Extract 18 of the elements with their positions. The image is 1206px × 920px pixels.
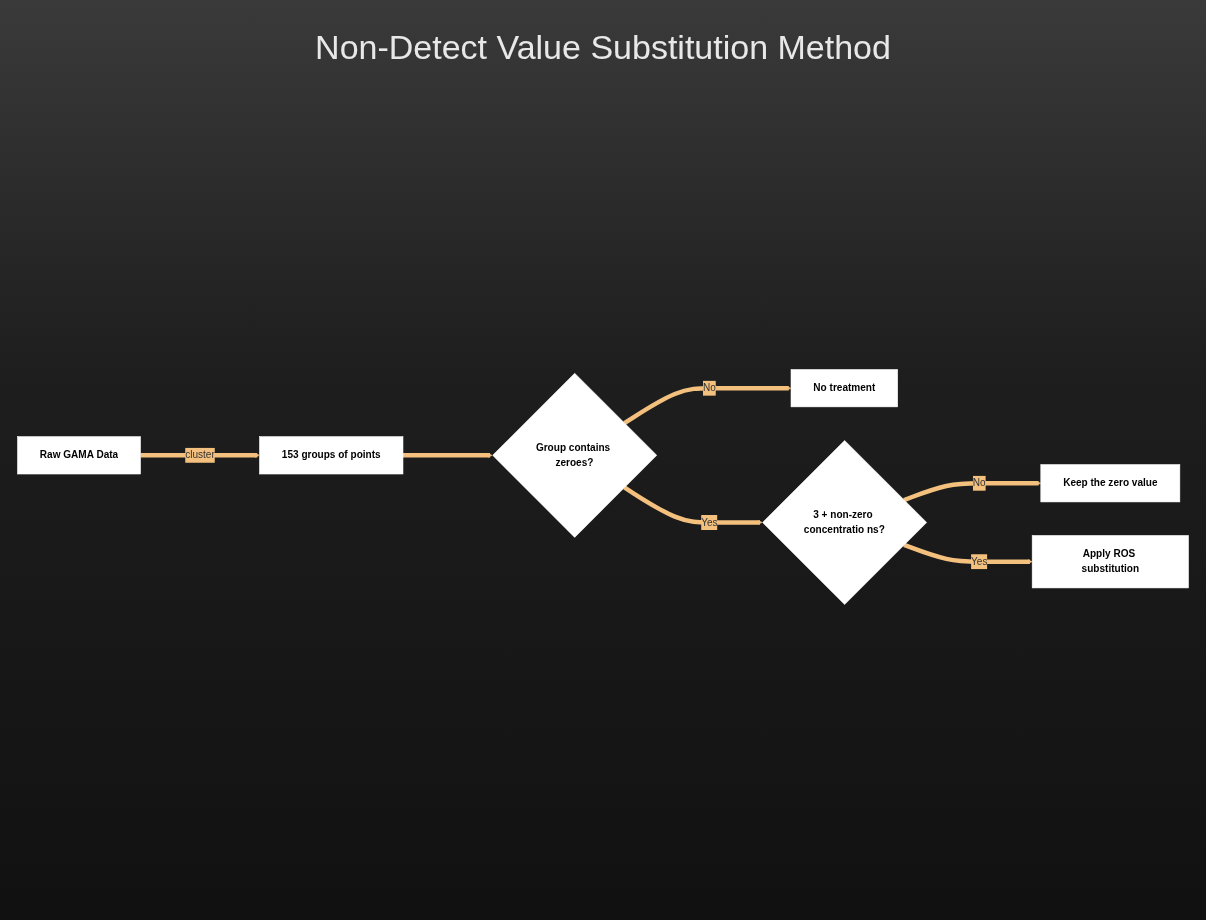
node-diamond: Group contains zeroes? [492, 372, 658, 538]
edge-label: No [702, 382, 716, 394]
edge-label: cluster [185, 449, 215, 461]
arrow [403, 452, 493, 458]
node-box: Keep the zero value [1040, 464, 1181, 503]
arrow [623, 385, 792, 426]
arrow [623, 485, 763, 525]
edge-label: Yes [971, 555, 988, 567]
edge-label: No [972, 477, 986, 489]
node-box: Apply ROS substitution [1031, 535, 1189, 589]
node-box: 153 groups of points [259, 436, 404, 475]
edge-label: Yes [701, 516, 718, 528]
node-diamond: 3 + non-zero concentratio ns? [762, 440, 927, 605]
title: Non-Detect Value Substitution Method [314, 28, 892, 67]
arrow [903, 480, 1041, 503]
node-box: No treatment [790, 369, 898, 408]
node-box: Raw GAMA Data [17, 436, 141, 475]
arrow [903, 542, 1033, 565]
